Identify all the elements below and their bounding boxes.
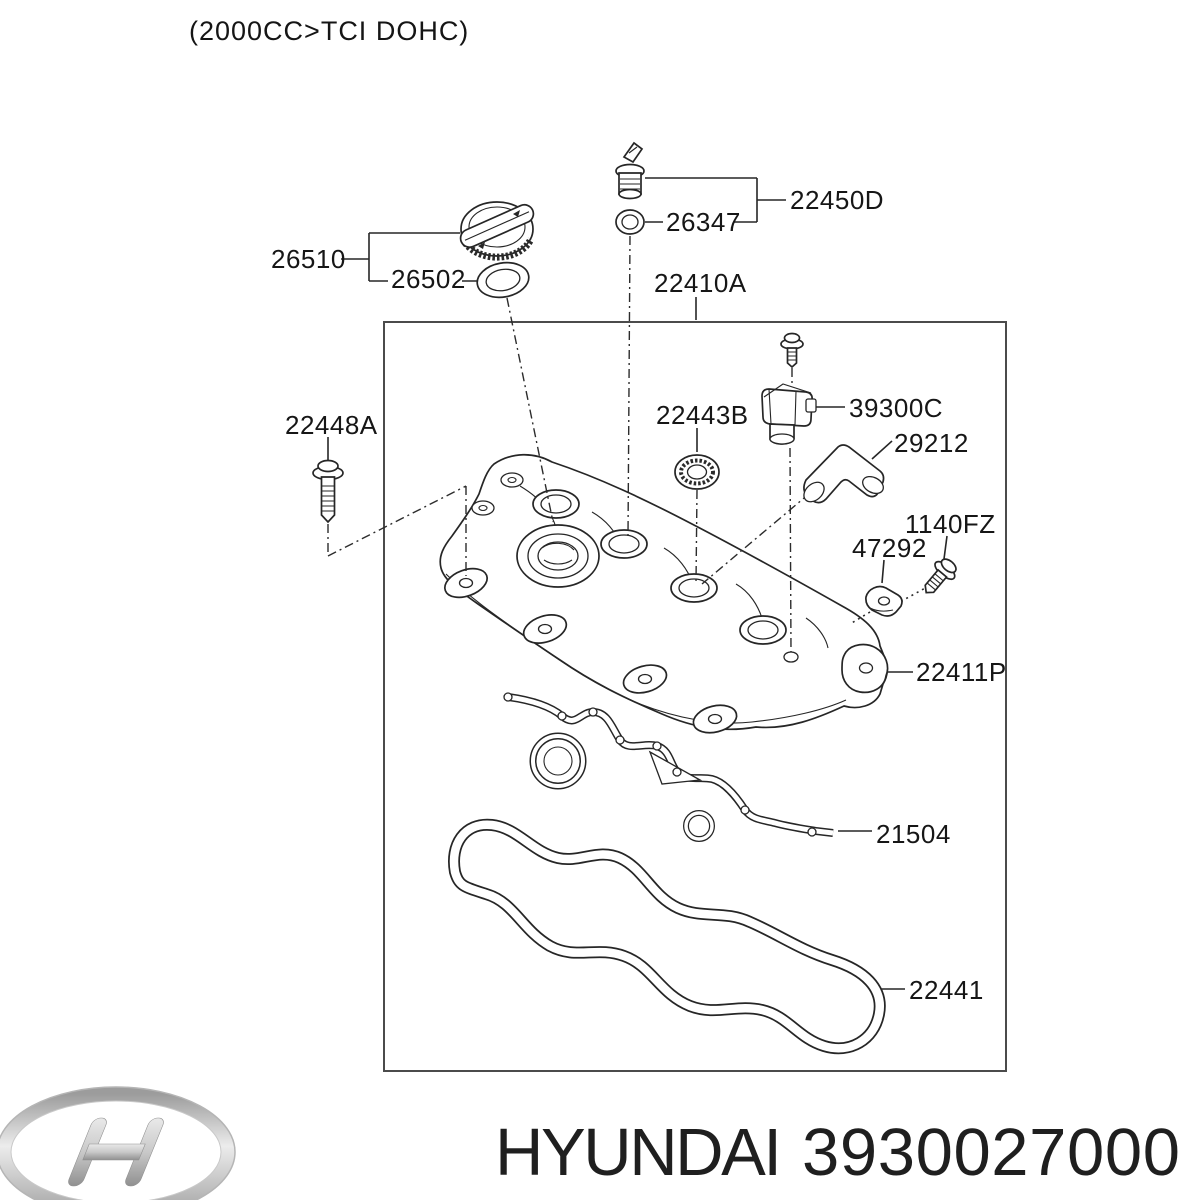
part-label-39300C: 39300C — [849, 393, 943, 423]
footer-part-number: 3930027000 — [802, 1115, 1180, 1190]
assembly-line-bracket-bolt — [849, 585, 930, 625]
part-label-29212: 29212 — [894, 428, 969, 458]
engine-spec-subtitle: (2000CC>TCI DOHC) — [189, 16, 469, 46]
assembly-line-bolt — [327, 485, 467, 576]
gasket-22441-drawing — [448, 818, 886, 1055]
valve-cover-drawing — [439, 453, 889, 734]
sensor-port-hole — [783, 651, 799, 663]
oil-cap-drawing — [459, 201, 535, 261]
gasket-21504-drawing — [503, 692, 834, 842]
camshaft-sensor-drawing — [761, 383, 817, 445]
spark-tube-ports — [532, 489, 787, 645]
leader-47292 — [881, 559, 885, 584]
hyundai-logo — [0, 1086, 236, 1200]
part-label-26502: 26502 — [391, 264, 466, 294]
footer-brand-text: HYUNDAI — [495, 1115, 782, 1190]
flange-bolt-drawing — [924, 558, 957, 594]
leader-1140FZ — [943, 535, 948, 560]
diagram-frame — [383, 321, 1007, 1072]
bracket-drawing — [865, 585, 903, 617]
sensor-bolt-drawing — [780, 332, 804, 369]
assembly-line-hose — [701, 492, 811, 585]
leader-29212 — [871, 440, 893, 460]
part-label-1140FZ: 1140FZ — [905, 509, 996, 539]
part-label-22448A: 22448A — [285, 410, 378, 440]
vent-seal-drawing — [615, 209, 645, 235]
cap-seal-drawing — [476, 261, 530, 299]
part-label-26347: 26347 — [666, 207, 741, 237]
assembly-line-cap — [506, 297, 554, 523]
cover-bolt-ears — [444, 567, 889, 734]
plug-seal-drawing — [674, 454, 720, 490]
part-label-26510: 26510 — [271, 244, 346, 274]
logo-slanted-h — [68, 1117, 164, 1187]
gasket-bolt-holes — [503, 692, 817, 837]
part-label-22450D: 22450D — [790, 185, 884, 215]
part-label-22441: 22441 — [909, 975, 984, 1005]
part-label-22443B: 22443B — [656, 400, 749, 430]
cover-bolt-drawing — [312, 459, 344, 524]
leader-26510 — [341, 232, 477, 282]
vent-valve-drawing — [615, 141, 645, 200]
part-labels: 26510 26502 26347 22450D 22410A 22448A 2… — [271, 185, 1007, 1005]
assembly-line-26347 — [627, 235, 631, 537]
oil-filler-neck — [516, 524, 600, 588]
leader-22450D — [645, 177, 786, 223]
assembly-line-22443B — [695, 489, 698, 584]
assembly-line-sensor — [789, 368, 793, 653]
part-label-22410A: 22410A — [654, 268, 747, 298]
part-label-22411P: 22411P — [916, 657, 1007, 687]
part-label-47292: 47292 — [852, 533, 927, 563]
breather-hose-drawing — [803, 444, 885, 504]
part-label-21504: 21504 — [876, 819, 951, 849]
leader-lines — [327, 177, 948, 990]
